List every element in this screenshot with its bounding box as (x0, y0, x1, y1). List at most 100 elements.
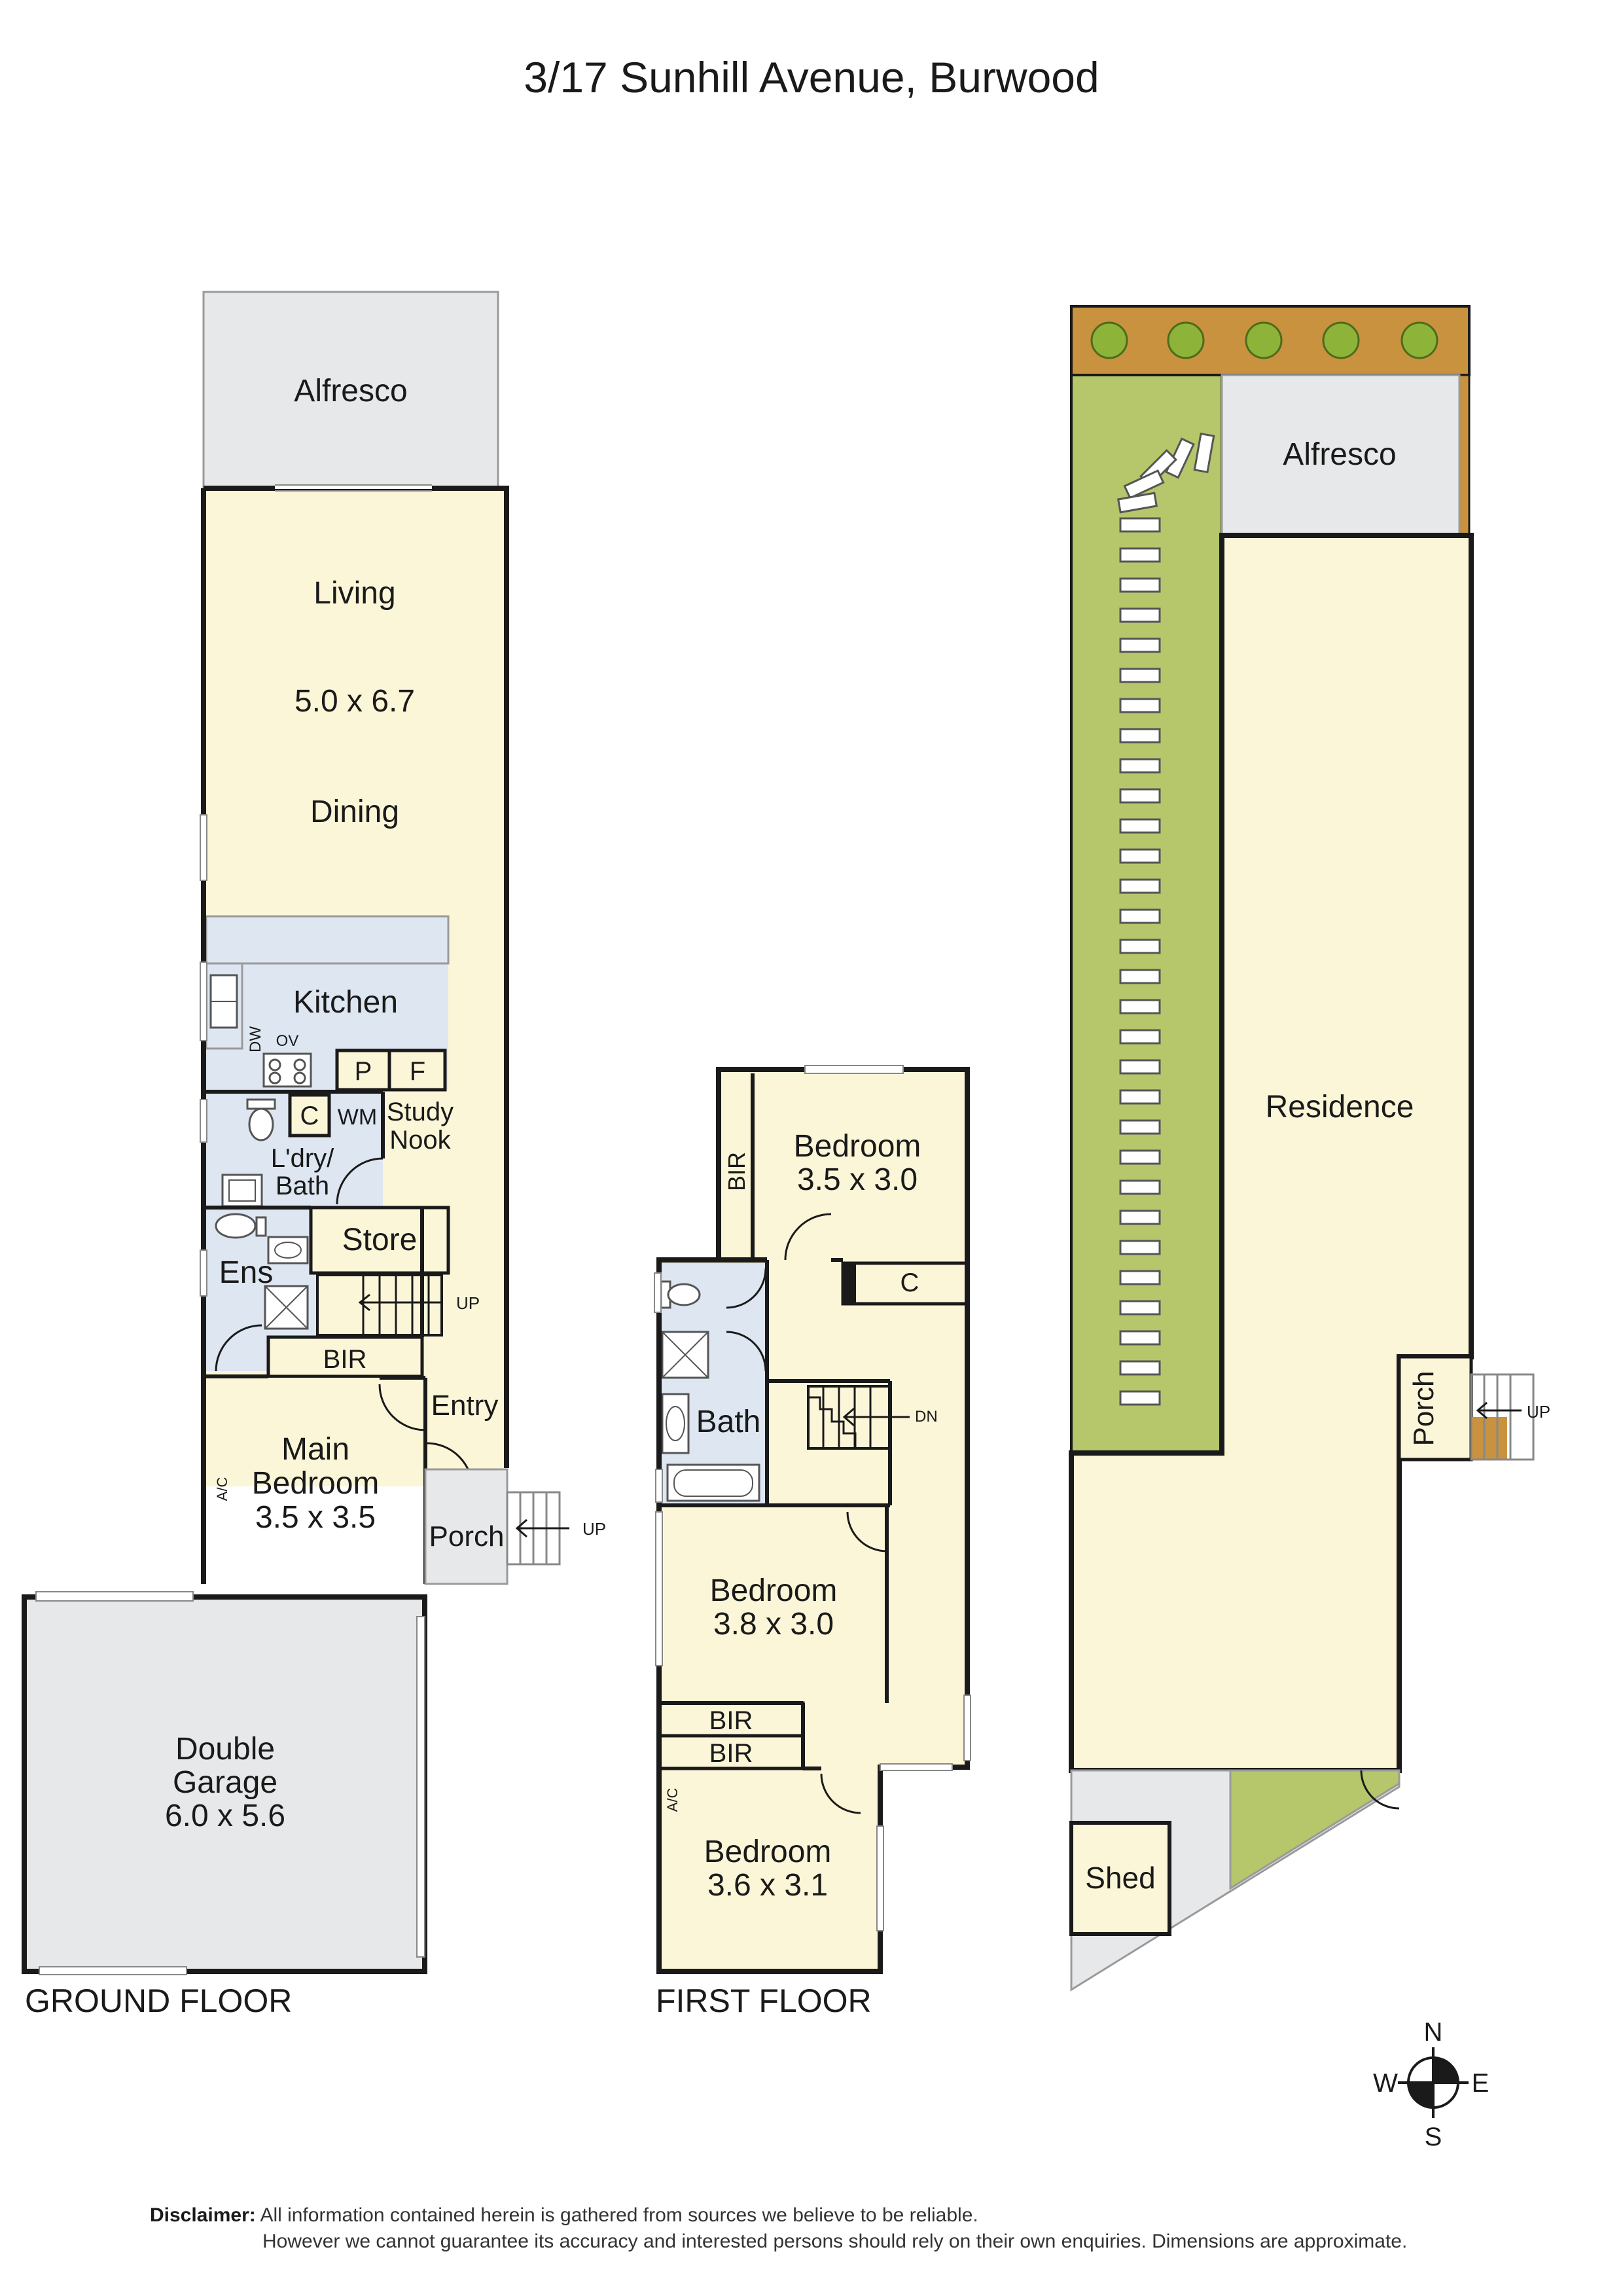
stepping-stone (1119, 728, 1161, 744)
stepping-stone (1119, 1270, 1161, 1285)
stepping-stone (1119, 1300, 1161, 1316)
bath-door-swing (726, 1268, 767, 1309)
stepping-stone (1119, 1179, 1161, 1195)
living-dims-label: 5.0 x 6.7 (294, 684, 415, 719)
toilet-icon (246, 1098, 276, 1141)
compass-e: E (1472, 2069, 1489, 2098)
bathtub-icon-2 (666, 1463, 760, 1502)
first-interior-walls (659, 1073, 892, 1770)
first-bir-vertical-label: BIR (723, 1152, 750, 1191)
laundry-label-line2: Bath (276, 1172, 329, 1200)
main-bedroom-dims-label: 3.5 x 3.5 (255, 1500, 376, 1535)
site-porch-step-fill (1471, 1417, 1507, 1460)
fridge-space (387, 1049, 447, 1092)
timber-fence-right (1458, 374, 1471, 537)
first-bir2-label: BIR (709, 1739, 753, 1768)
laundry-tub-icon (221, 1174, 263, 1208)
ground-bir-label: BIR (323, 1345, 367, 1374)
dishwasher-label: DW (247, 1026, 264, 1052)
alfresco-area (202, 291, 499, 490)
dining-label: Dining (310, 795, 399, 829)
porch-steps (506, 1491, 569, 1566)
stepping-stone (1116, 492, 1158, 514)
bedroom3-dims-label: 3.6 x 3.1 (707, 1868, 828, 1903)
residence-label: Residence (1266, 1090, 1414, 1124)
laundry-label-line1: L'dry/ (271, 1144, 334, 1173)
cooktop-icon (262, 1052, 312, 1088)
site-plan (1069, 305, 1535, 1992)
study-label-line1: Study (387, 1098, 454, 1126)
first-ac-label: A/C (664, 1788, 681, 1812)
rear-lawn (1229, 1769, 1400, 1890)
ground-stairs-up-label: UP (456, 1293, 480, 1313)
bedroom1-door-swing (784, 1213, 832, 1261)
porch-label: Porch (429, 1520, 505, 1552)
stepping-stone (1119, 698, 1161, 713)
stepping-stone (1119, 1119, 1161, 1135)
page-title: 3/17 Sunhill Avenue, Burwood (524, 53, 1099, 101)
garage-side-door (416, 1616, 425, 1958)
stepping-stone (1119, 1029, 1161, 1045)
living-label: Living (313, 576, 395, 611)
study-label-line2: Nook (389, 1126, 451, 1155)
disclaimer-line2: However we cannot guarantee its accuracy… (262, 2231, 1408, 2252)
first-floor-label: FIRST FLOOR (656, 1982, 872, 2019)
bath-toilet-icon (660, 1280, 701, 1309)
garage-dims-label: 6.0 x 5.6 (165, 1799, 285, 1833)
compass-w: W (1373, 2069, 1398, 2098)
stepping-stone (1119, 758, 1161, 774)
compass-s: S (1425, 2123, 1442, 2151)
sink-icon (209, 974, 238, 1029)
double-garage-room (22, 1594, 427, 1974)
store-room (309, 1206, 450, 1275)
stepping-stone (1119, 1059, 1161, 1075)
tree-icon (1090, 321, 1438, 359)
bath-label: Bath (696, 1405, 761, 1439)
site-porch-up-label: UP (1527, 1402, 1550, 1422)
first-windows (654, 1065, 971, 1931)
ensuite-vanity-icon (267, 1236, 309, 1265)
site-porch-label: Porch (1408, 1371, 1440, 1446)
disclaimer-label: Disclaimer: (150, 2204, 256, 2226)
porch-area (424, 1468, 508, 1585)
stepping-stone (1119, 969, 1161, 984)
ground-floor-labels: Alfresco Living 5.0 x 6.7 Dining Kitchen… (165, 374, 606, 1833)
stepping-stone (1119, 577, 1161, 593)
kitchen-bench (205, 915, 450, 965)
shed (1069, 1821, 1171, 1936)
bedroom3-label: Bedroom (704, 1835, 832, 1869)
disclaimer: Disclaimer: All information contained he… (150, 2202, 1407, 2255)
ground-windows (200, 484, 432, 1297)
stepping-stone (1119, 517, 1161, 533)
alfresco-label: Alfresco (294, 374, 407, 408)
washing-machine-label: WM (338, 1105, 377, 1130)
ground-interior-walls (206, 1090, 427, 1584)
ground-ac-label: A/C (214, 1477, 230, 1501)
garage-label-line2: Garage (173, 1765, 277, 1800)
stepping-stone (1119, 1149, 1161, 1165)
stepping-stones (1116, 432, 1215, 1406)
site-labels: Alfresco Residence Porch UP Shed (1085, 437, 1550, 1895)
bath-door-swing-2 (726, 1331, 767, 1372)
stepping-stone (1119, 668, 1161, 683)
stepping-stone (1119, 1390, 1161, 1406)
garage-door (39, 1966, 187, 1975)
bedroom2-dims-label: 3.8 x 3.0 (713, 1607, 834, 1641)
site-porch (1397, 1355, 1473, 1462)
site-alfresco-label: Alfresco (1283, 437, 1396, 472)
stepping-stone (1119, 939, 1161, 954)
stepping-stone (1119, 1330, 1161, 1346)
ensuite-label: Ens (219, 1255, 274, 1290)
shed-label: Shed (1085, 1861, 1155, 1895)
porch-up-label: UP (582, 1519, 606, 1539)
laundry-door-swing (336, 1157, 383, 1205)
stepping-stone (1119, 547, 1161, 563)
stepping-stone (1119, 908, 1161, 924)
disclaimer-line1: All information contained herein is gath… (260, 2204, 978, 2226)
stepping-stone (1119, 637, 1161, 653)
bedroom2-label: Bedroom (710, 1573, 838, 1608)
site-porch-steps (1470, 1373, 1535, 1461)
stepping-stone (1119, 1360, 1161, 1376)
stepping-stone (1119, 818, 1161, 834)
